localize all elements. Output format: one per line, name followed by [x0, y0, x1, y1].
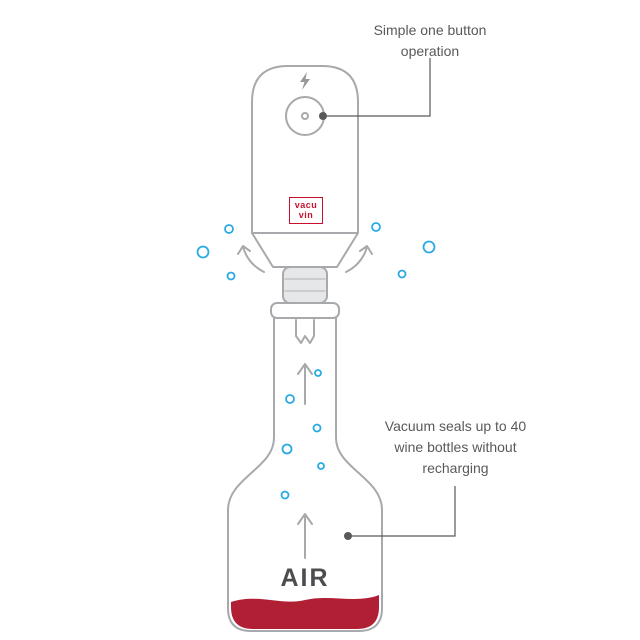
bubble-icon [226, 271, 236, 281]
device-collar [251, 232, 359, 268]
bottle-lip [270, 302, 340, 319]
airflow-arrow-body [297, 513, 313, 559]
bubble-icon [196, 245, 210, 259]
bubble-icon [371, 222, 381, 232]
exhaust-arrow-left [237, 245, 265, 273]
wine-level [231, 595, 379, 629]
bubble-icon [317, 462, 325, 470]
bubble-icon [281, 443, 293, 455]
vacu-vin-logo: vacu vin [289, 197, 323, 224]
leader-dot-button [319, 112, 327, 120]
bubble-icon [397, 269, 407, 279]
annotation-button-note: Simple one button operation [373, 22, 487, 59]
bubble-icon [224, 224, 234, 234]
leader-line-vacuum [352, 486, 456, 537]
air-label: AIR [280, 564, 330, 592]
leader-line-button [327, 58, 431, 117]
exhaust-arrow-right [345, 245, 373, 273]
bubble-icon [285, 394, 295, 404]
logo-line-1: vacu [294, 200, 318, 210]
airflow-arrow-neck [297, 363, 313, 405]
lightning-icon [300, 72, 310, 90]
bubble-icon [312, 423, 322, 433]
bubble-icon [422, 240, 436, 254]
bottle-outline [227, 317, 383, 632]
stopper [282, 266, 328, 304]
leader-dot-vacuum [344, 532, 352, 540]
annotation-vacuum-note: Vacuum seals up to 40 wine bottles witho… [384, 418, 527, 476]
cork-tip [295, 319, 315, 344]
bubble-icon [280, 490, 290, 500]
logo-line-2: vin [298, 210, 314, 221]
device-body [251, 65, 359, 234]
bubble-icon [314, 369, 322, 377]
stopper-ridges [284, 278, 326, 292]
power-button-center [301, 112, 309, 120]
